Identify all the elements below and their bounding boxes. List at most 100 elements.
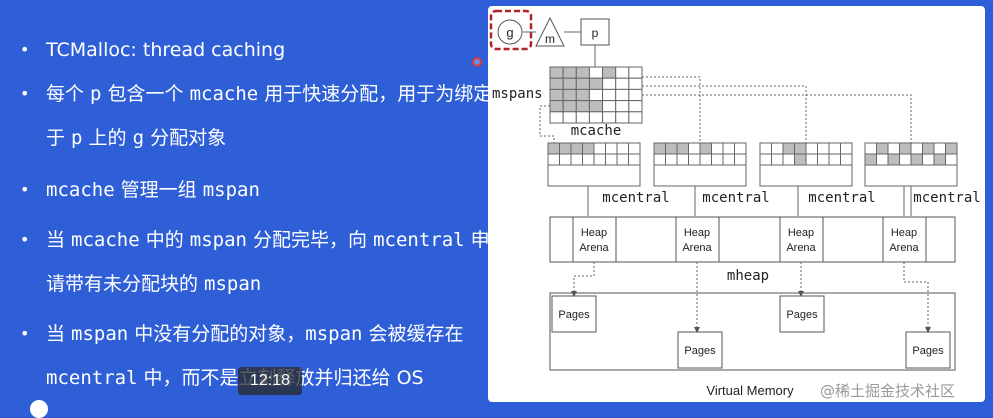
mcache-cell xyxy=(588,77,604,90)
mcache-cell xyxy=(615,111,630,124)
text-segment: 中没有分配的对象， xyxy=(128,323,306,345)
mcache-cell xyxy=(562,100,577,113)
code-term: mcentral xyxy=(46,367,138,389)
text-segment: 每个 xyxy=(46,83,91,105)
text-segment: 中的 xyxy=(139,229,190,251)
bullet-text: 每个 p 包含一个 mcache 用于快速分配，用于为绑定 xyxy=(46,72,492,116)
text-segment: TCMalloc: thread caching xyxy=(46,39,286,61)
mcentral-span-cell xyxy=(864,142,877,155)
mcentral-span-cell xyxy=(688,153,701,166)
mcentral-span-cell xyxy=(887,153,900,166)
heap-arena-label-top: Heap xyxy=(684,227,710,239)
mcentral-span-cell xyxy=(653,142,666,155)
heap-arena-box xyxy=(882,216,927,263)
bullet-text: mcentral 中，而不是立刻释放并归还给 OS xyxy=(46,356,424,400)
mcentral-span-cell xyxy=(805,153,818,166)
mcache-cell xyxy=(628,100,643,113)
bullet-text: 请带有未分配块的 mspan xyxy=(46,262,261,306)
code-term: mspan xyxy=(202,179,260,201)
mcentral-span-cell xyxy=(817,153,830,166)
text-segment: 当 xyxy=(46,323,72,345)
heap-arena-label-top: Heap xyxy=(788,227,814,239)
text-segment: 请带有未分配块的 xyxy=(46,273,205,295)
mcentral-span-cell xyxy=(828,142,841,155)
mcache-to-mcentral-4 xyxy=(642,94,912,143)
mcentral-span-cell xyxy=(665,142,678,155)
bullet-text: 当 mcache 中的 mspan 分配完毕，向 mcentral 申 xyxy=(46,218,490,262)
text-segment: 包含一个 xyxy=(101,83,190,105)
arena-to-pages-1 xyxy=(571,262,595,297)
mcache-cell xyxy=(575,77,590,90)
mcentral-span-cell xyxy=(605,153,618,166)
code-term: p xyxy=(71,127,83,149)
mcache-cell xyxy=(602,66,617,79)
mcentral-span-cell xyxy=(582,153,595,166)
mcentral-span-cell xyxy=(922,153,935,166)
mcache-cell xyxy=(549,88,564,102)
bullet-text: mcache 管理一组 mspan xyxy=(46,168,260,212)
mcache-cell xyxy=(588,100,604,113)
mcentral-span-cell xyxy=(547,153,560,166)
mcentral-span-cell xyxy=(628,142,641,155)
bullet-dot: • xyxy=(20,230,30,249)
heap-arena-label-bottom: Arena xyxy=(889,242,919,254)
mcentral-span-cell xyxy=(722,153,735,166)
bullet-text: TCMalloc: thread caching xyxy=(46,28,285,72)
mcentral-span-cell xyxy=(711,142,724,155)
pages-box xyxy=(551,295,597,333)
mcentral-span-cell xyxy=(945,142,958,155)
mcentral-span-cell xyxy=(593,142,606,155)
mcentral-span-cell xyxy=(593,153,606,166)
mcentral-span-cell xyxy=(665,153,678,166)
heap-arena-label-top: Heap xyxy=(891,227,917,239)
mcache-label: mcache xyxy=(571,123,622,139)
mcentral-span-cell xyxy=(899,153,912,166)
bullet-dot: • xyxy=(20,324,30,343)
code-term: mspan xyxy=(204,273,262,295)
pages-box xyxy=(677,331,723,369)
video-timestamp: 12:18 xyxy=(238,367,302,395)
mcentral-span-cell xyxy=(605,142,618,155)
mcentral-span-cell xyxy=(828,153,841,166)
processor-label: p xyxy=(592,26,599,40)
mheap-label: mheap xyxy=(727,268,769,284)
machine-triangle xyxy=(535,16,565,47)
mcentral-label: mcentral xyxy=(913,190,980,206)
virtual-memory-box xyxy=(549,292,956,371)
bullet-text: 于 p 上的 g 分配对象 xyxy=(46,116,226,160)
mspans-label: mspans xyxy=(492,86,543,102)
mcache-cell xyxy=(628,88,643,102)
laser-pointer-dot xyxy=(472,57,482,67)
mcache-cell xyxy=(562,88,577,102)
progress-knob[interactable] xyxy=(30,400,48,418)
heap-arena-box xyxy=(675,216,720,263)
code-term: mcache xyxy=(71,229,140,251)
code-term: g xyxy=(132,127,145,149)
pages-label: Pages xyxy=(786,309,818,321)
mcentral-span-cell xyxy=(559,153,572,166)
pages-label: Pages xyxy=(558,309,590,321)
code-term: mspan xyxy=(189,229,247,251)
mcentral-span-cell xyxy=(582,142,595,155)
mcache-cell xyxy=(588,111,604,124)
mcache-to-mcentral-1 xyxy=(539,105,555,143)
goroutine-circle xyxy=(497,19,523,45)
bullet-dot: • xyxy=(20,180,30,199)
mcache-cell xyxy=(562,66,577,79)
mcentral-span-cell xyxy=(759,142,772,155)
mcentral-span-cell xyxy=(794,142,807,155)
mcache-cell xyxy=(628,77,643,90)
watermark: @稀土掘金技术社区 xyxy=(820,382,956,400)
bullet-text: 当 mspan 中没有分配的对象，mspan 会被缓存在 xyxy=(46,312,464,356)
code-term: mcache xyxy=(46,179,115,201)
mcentral-span-cell xyxy=(794,153,807,166)
mcache-cell xyxy=(575,100,590,113)
bullet-dot: • xyxy=(20,40,30,59)
heap-arena-label-bottom: Arena xyxy=(682,242,712,254)
mcentral-span-cell xyxy=(876,142,889,155)
mcentral-span-cell xyxy=(840,142,853,155)
mcentral-span-cell xyxy=(805,142,818,155)
goroutine-label: g xyxy=(506,25,513,40)
